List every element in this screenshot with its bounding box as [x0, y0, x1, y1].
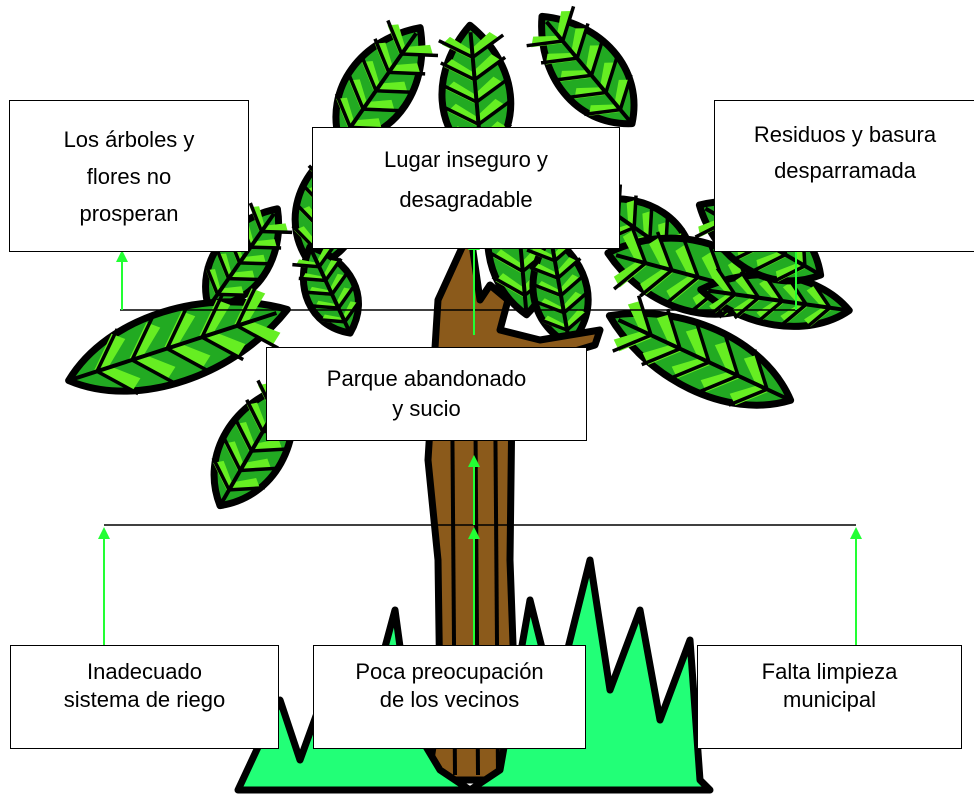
- leaf: [332, 19, 439, 146]
- effect-text-unsafe: Lugar inseguro y desagradable: [384, 147, 548, 212]
- effect-box-unsafe: Lugar inseguro y desagradable: [312, 127, 620, 249]
- cause-text-cleaning: Falta limpieza municipal: [761, 659, 898, 712]
- arrow-from-cause-irrigation: [98, 527, 110, 645]
- arrow-from-cause-cleaning: [850, 527, 862, 645]
- leaf: [526, 5, 638, 128]
- cause-box-cleaning: Falta limpieza municipal: [697, 645, 962, 749]
- effect-text-waste: Residuos y basura desparramada: [753, 122, 937, 183]
- leaf: [605, 295, 795, 409]
- leaf: [292, 243, 362, 337]
- arrow-from-cause-neighbors: [468, 527, 480, 645]
- leaf: [697, 267, 853, 330]
- cause-box-irrigation: Inadecuado sistema de riego: [10, 645, 279, 749]
- leaf: [202, 202, 293, 311]
- cause-box-neighbors: Poca preocupación de los vecinos: [313, 645, 586, 749]
- central-problem-text: Parque abandonado y sucio: [326, 366, 527, 421]
- leaf: [65, 282, 291, 396]
- effect-box-waste: Residuos y basura desparramada: [714, 100, 974, 252]
- central-problem-box: Parque abandonado y sucio: [266, 347, 587, 441]
- cause-text-irrigation: Inadecuado sistema de riego: [63, 659, 226, 712]
- effect-box-trees: Los árboles y flores no prosperan: [9, 100, 249, 252]
- arrow-to-effect-trees: [116, 250, 128, 310]
- effect-text-trees: Los árboles y flores no prosperan: [63, 126, 195, 226]
- leaves: [65, 5, 853, 510]
- arrow-to-problem: [468, 455, 480, 525]
- cause-text-neighbors: Poca preocupación de los vecinos: [355, 659, 544, 712]
